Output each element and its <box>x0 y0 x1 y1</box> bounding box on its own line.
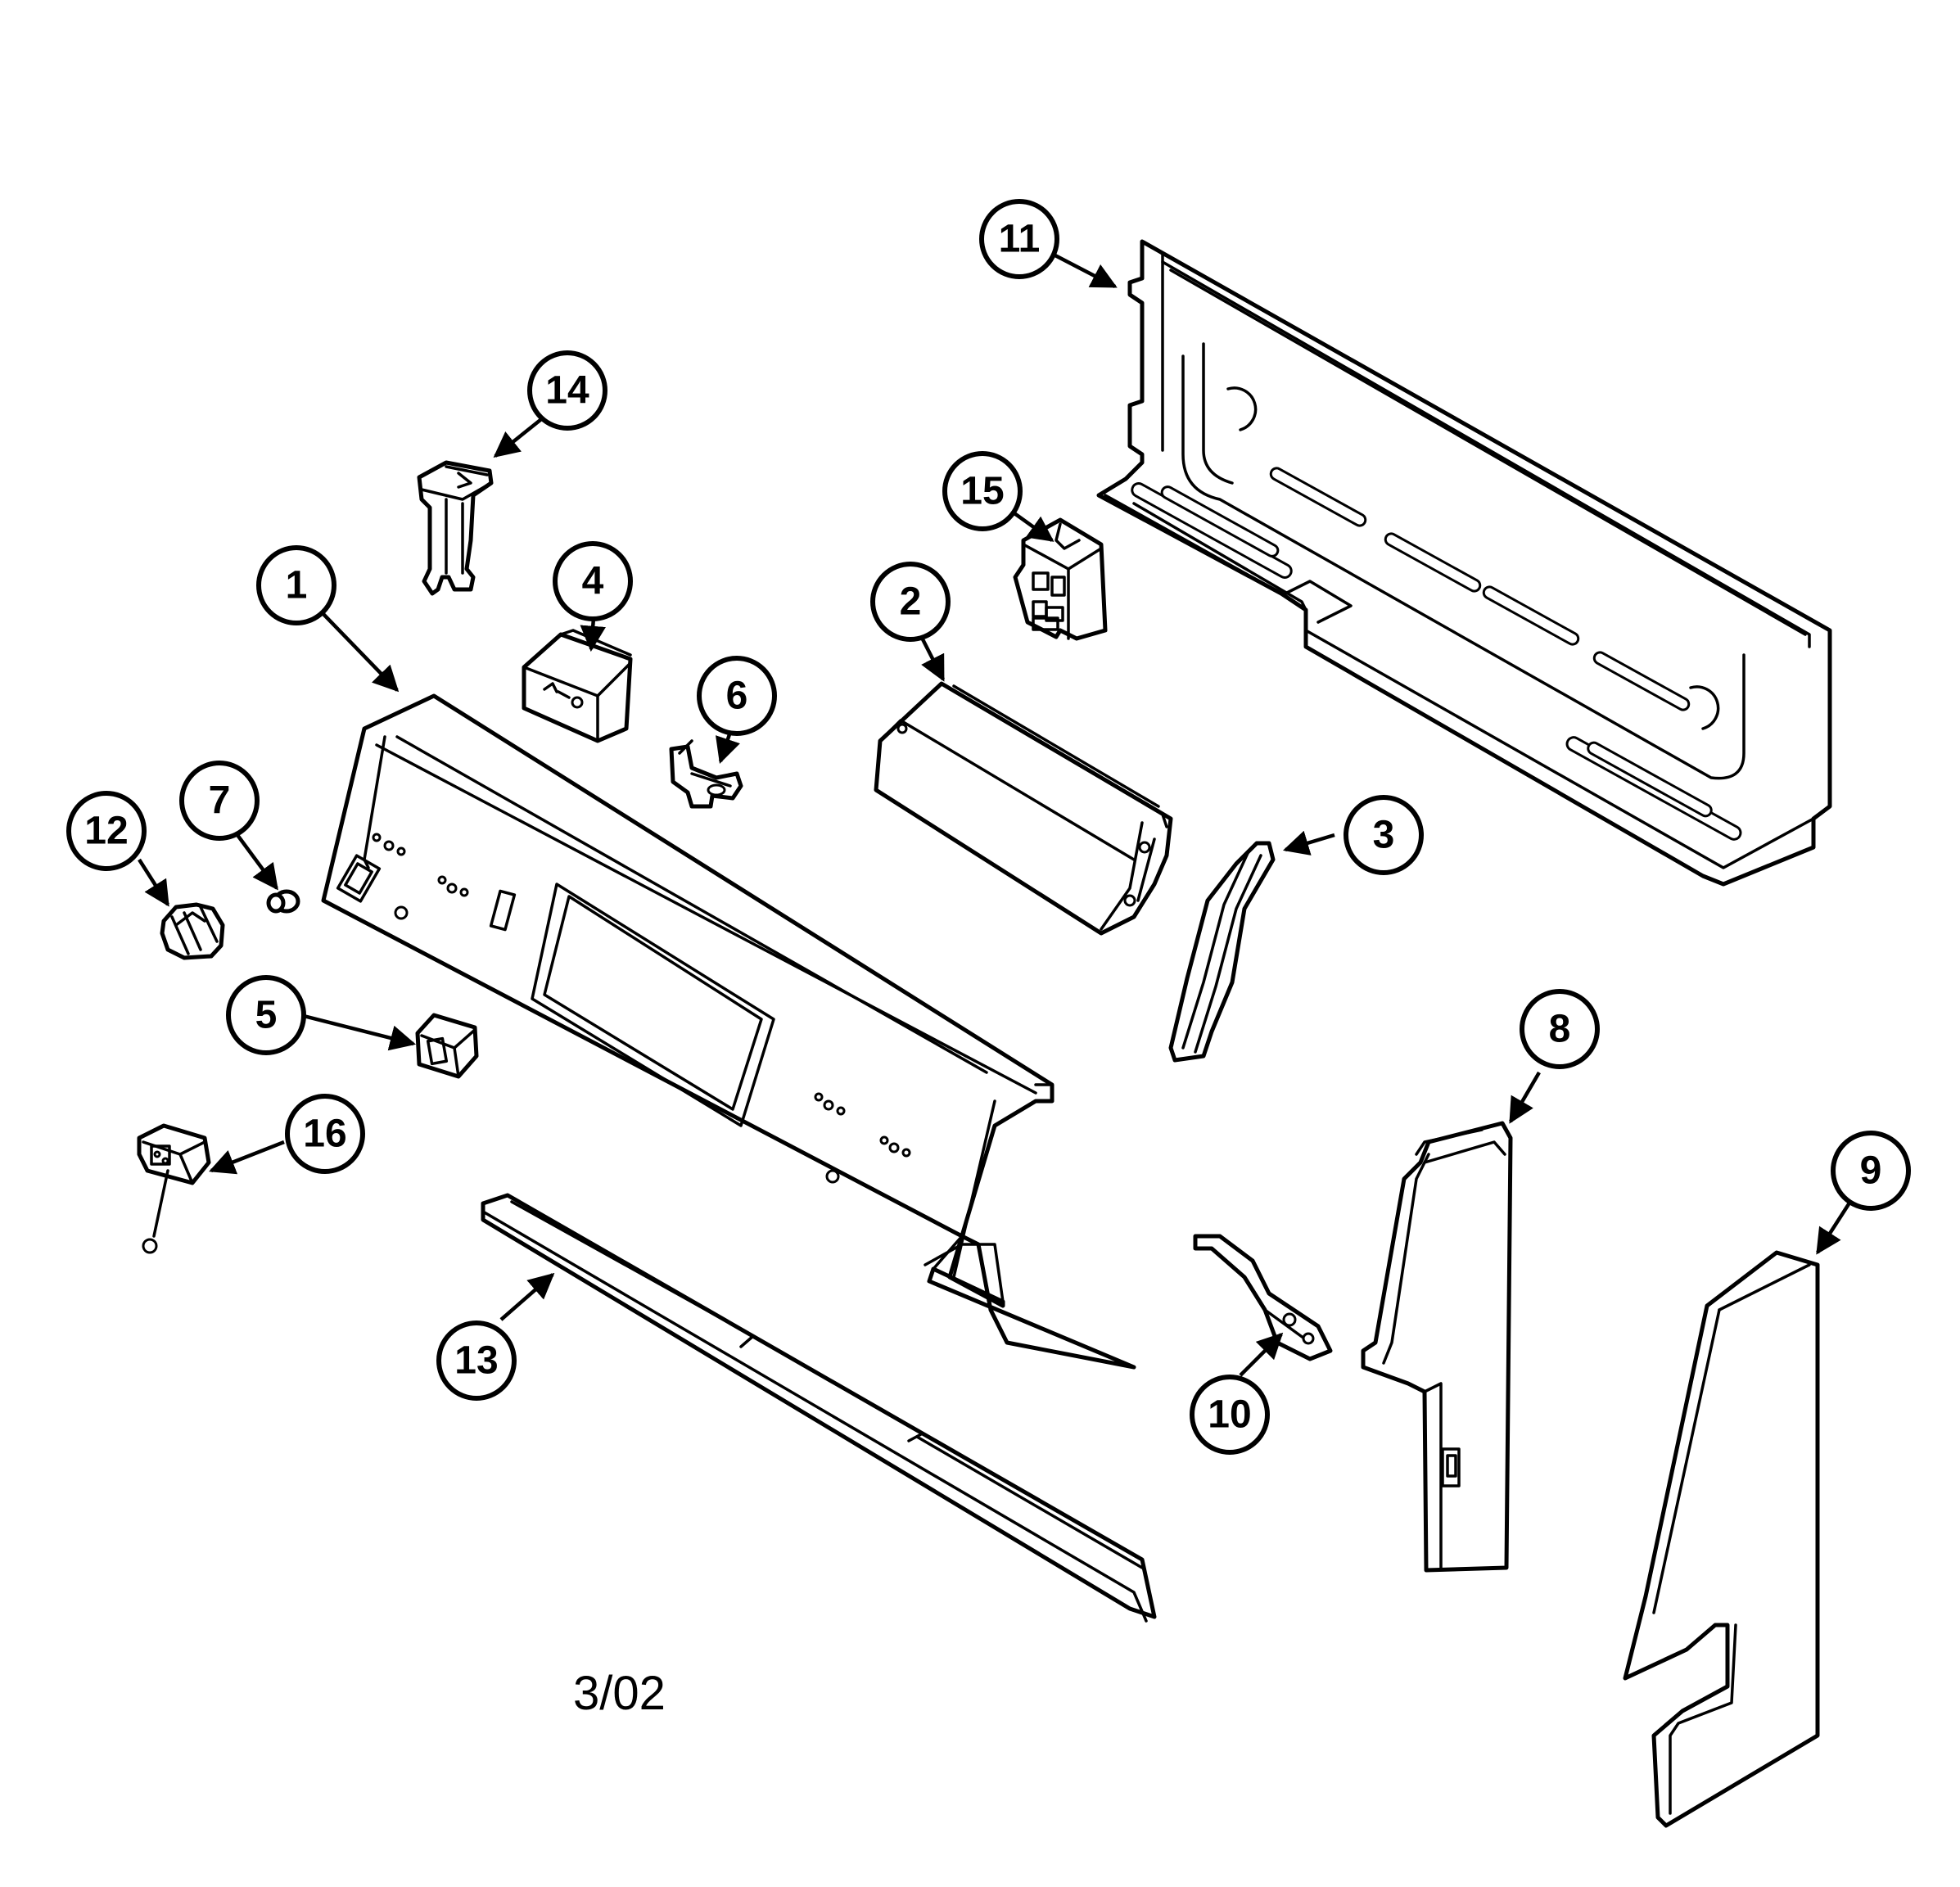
callout-4-label: 4 <box>582 560 604 603</box>
callout-13: 13 <box>436 1320 517 1401</box>
callout-12-label: 12 <box>84 810 128 853</box>
control-panel <box>321 693 1136 1370</box>
callout-11: 11 <box>979 199 1059 279</box>
callout-15-label: 15 <box>960 470 1004 513</box>
callout-2-label: 2 <box>900 580 922 624</box>
callout-16-label: 16 <box>303 1113 346 1156</box>
infinite-switch <box>522 629 633 743</box>
callout-8-label: 8 <box>1549 1008 1571 1051</box>
control-knob <box>160 902 225 960</box>
callout-2: 2 <box>870 562 951 642</box>
callout-7: 7 <box>179 761 260 841</box>
callout-6-label: 6 <box>726 675 748 718</box>
callout-10: 10 <box>1190 1375 1270 1455</box>
callout-8: 8 <box>1520 989 1600 1069</box>
leader-lines <box>138 252 1856 1377</box>
callout-1: 1 <box>256 545 336 625</box>
small-cap <box>266 889 300 914</box>
callout-3: 3 <box>1344 795 1424 875</box>
power-receptacle <box>137 1123 211 1254</box>
rocker-switch <box>415 1013 479 1079</box>
callout-4: 4 <box>553 541 633 621</box>
callout-5-label: 5 <box>255 994 278 1037</box>
callout-1-label: 1 <box>286 564 308 607</box>
callout-9: 9 <box>1831 1131 1911 1211</box>
callout-10-label: 10 <box>1208 1393 1251 1437</box>
callout-9-label: 9 <box>1860 1149 1882 1193</box>
trim-strip <box>481 1193 1157 1623</box>
side-trim-right <box>1623 1250 1820 1828</box>
callout-14-label: 14 <box>545 369 589 413</box>
callout-13-label: 13 <box>454 1339 498 1383</box>
electronic-control <box>874 681 1173 936</box>
callout-16: 16 <box>285 1094 365 1174</box>
callout-15: 15 <box>942 451 1023 531</box>
spring-clip <box>669 739 743 809</box>
side-trim-left <box>1361 1121 1513 1573</box>
callout-14: 14 <box>527 350 607 431</box>
rear-support-panel <box>1096 239 1832 887</box>
callout-11-label: 11 <box>999 218 1041 261</box>
terminal-block <box>1013 517 1108 641</box>
callout-7-label: 7 <box>209 779 231 823</box>
callout-12: 12 <box>66 791 147 871</box>
mounting-tab <box>1193 1234 1333 1361</box>
callout-5: 5 <box>226 975 306 1055</box>
date-code: 3/02 <box>573 1667 666 1720</box>
callout-3-label: 3 <box>1373 814 1395 857</box>
bracket <box>1168 841 1276 1063</box>
callout-6: 6 <box>697 656 777 736</box>
indicator-light <box>417 460 494 596</box>
